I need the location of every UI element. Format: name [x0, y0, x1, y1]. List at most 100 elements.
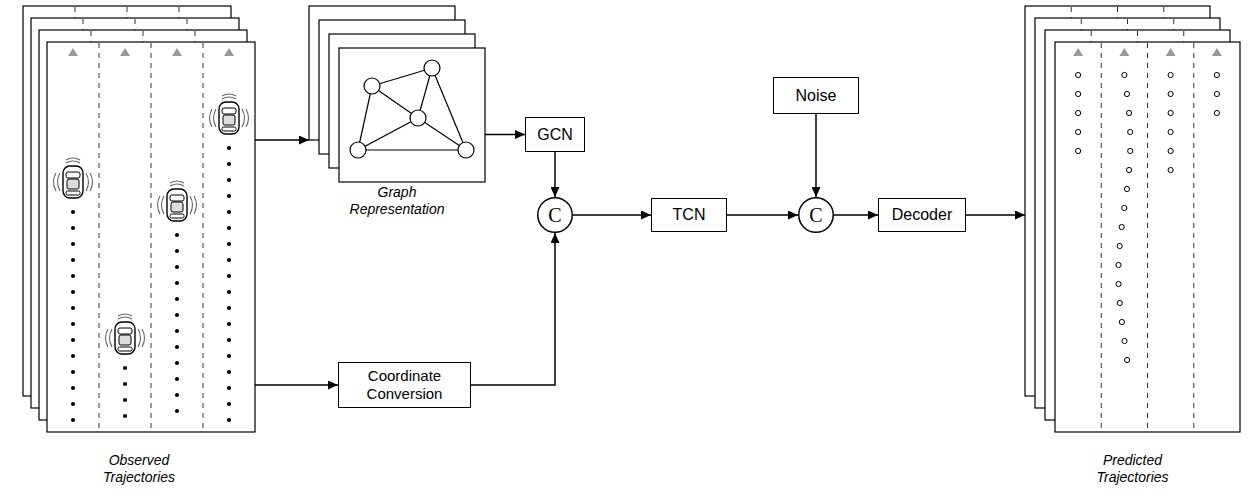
trajectory-dot	[123, 366, 127, 370]
process-box: Coordinate Conversion	[338, 362, 471, 408]
sensor-wave	[222, 97, 236, 99]
car-icon	[210, 94, 249, 134]
predicted-point	[1126, 110, 1131, 115]
predicted-point	[1122, 205, 1127, 210]
graph-vertex	[350, 142, 366, 158]
trajectory-dot	[71, 306, 75, 310]
sensor-wave	[246, 109, 249, 127]
graph-vertex	[458, 142, 474, 158]
panel-stack	[1025, 6, 1240, 432]
node-label: Coordinate Conversion	[355, 367, 455, 403]
sensor-wave	[162, 196, 165, 214]
sensor-wave	[194, 196, 197, 214]
sensor-wave	[66, 161, 80, 163]
arrow-connector	[471, 233, 555, 385]
predicted-point	[1128, 129, 1133, 134]
sensor-wave	[214, 109, 217, 127]
trajectory-dot	[71, 290, 75, 294]
node-label: Noise	[796, 86, 837, 105]
trajectory-dot	[71, 274, 75, 278]
sensor-wave	[106, 329, 109, 347]
trajectory-dot	[227, 354, 231, 358]
node-label: C	[548, 205, 561, 225]
lane-direction-marker	[1212, 48, 1222, 56]
lane-divider	[1193, 43, 1194, 431]
predicted-point	[1117, 300, 1122, 305]
trajectory-dot	[71, 370, 75, 374]
panel-group: Graph Representation	[309, 6, 485, 220]
trajectory-dot	[175, 281, 179, 285]
arrow-connector	[815, 114, 817, 197]
trajectory-dot	[227, 146, 231, 150]
arrow-connector	[573, 214, 651, 216]
car-roof	[223, 115, 235, 125]
trajectory-dot	[175, 409, 179, 413]
trajectory-dot	[175, 313, 179, 317]
arrow-connector	[485, 134, 525, 136]
car-rear-window	[118, 347, 132, 351]
sensor-wave	[90, 173, 93, 191]
graph-edge	[358, 118, 418, 150]
trajectory-dot	[71, 258, 75, 262]
trajectory-dot	[227, 290, 231, 294]
trajectory-dot	[71, 386, 75, 390]
sensor-wave	[142, 329, 145, 347]
panel	[339, 48, 485, 182]
predicted-point	[1126, 167, 1131, 172]
car-windshield	[222, 108, 236, 114]
car-body	[167, 189, 187, 221]
lane-direction-marker	[172, 48, 182, 56]
car-rear-window	[66, 191, 80, 195]
predicted-point	[1076, 110, 1081, 115]
trajectory-dot	[175, 249, 179, 253]
trajectory-dot	[227, 338, 231, 342]
predicted-point	[1122, 72, 1127, 77]
sensor-wave	[210, 109, 213, 127]
panel-caption: Observed Trajectories	[94, 452, 184, 486]
graph-edge	[358, 149, 466, 150]
trajectory-dot	[227, 162, 231, 166]
sensor-wave	[110, 329, 113, 347]
trajectory-dot	[227, 322, 231, 326]
sensor-wave	[118, 317, 132, 319]
concat-circle: C	[798, 197, 834, 233]
arrow-connector	[255, 384, 338, 386]
arrow-connector	[966, 214, 1025, 216]
trajectory-dot	[227, 242, 231, 246]
trajectory-dot	[175, 329, 179, 333]
car-icon	[158, 181, 197, 221]
arrow-connector	[727, 214, 798, 216]
predicted-point	[1168, 110, 1173, 115]
trajectory-dot	[123, 414, 127, 418]
node-label: TCN	[673, 205, 706, 224]
predicted-point	[1116, 262, 1121, 267]
sensor-wave	[190, 196, 193, 214]
lane-direction-marker	[1073, 48, 1083, 56]
predicted-point	[1117, 243, 1122, 248]
trajectory-dot	[71, 226, 75, 230]
predicted-point	[1076, 148, 1081, 153]
trajectory-dot	[227, 306, 231, 310]
sensor-wave	[86, 173, 89, 191]
panel-caption: Graph Representation	[342, 184, 452, 218]
trajectory-dot	[175, 233, 179, 237]
graph-vertex	[410, 110, 426, 126]
lane-divider	[203, 43, 204, 431]
lane-divider	[1147, 43, 1148, 431]
sensor-wave	[158, 196, 161, 214]
trajectory-dot	[71, 322, 75, 326]
lane-direction-marker	[120, 48, 130, 56]
predicted-point	[1168, 91, 1173, 96]
sensor-wave	[170, 181, 184, 183]
panel-group: Observed Trajectories	[23, 6, 255, 488]
trajectory-dot	[227, 386, 231, 390]
node-label: Decoder	[892, 205, 952, 224]
graph-edge	[358, 86, 372, 150]
sensor-wave	[222, 94, 236, 96]
predicted-point	[1214, 110, 1219, 115]
trajectory-dot	[175, 393, 179, 397]
graph-edge	[372, 68, 432, 86]
lane-direction-marker	[224, 48, 234, 56]
predicted-point	[1076, 129, 1081, 134]
